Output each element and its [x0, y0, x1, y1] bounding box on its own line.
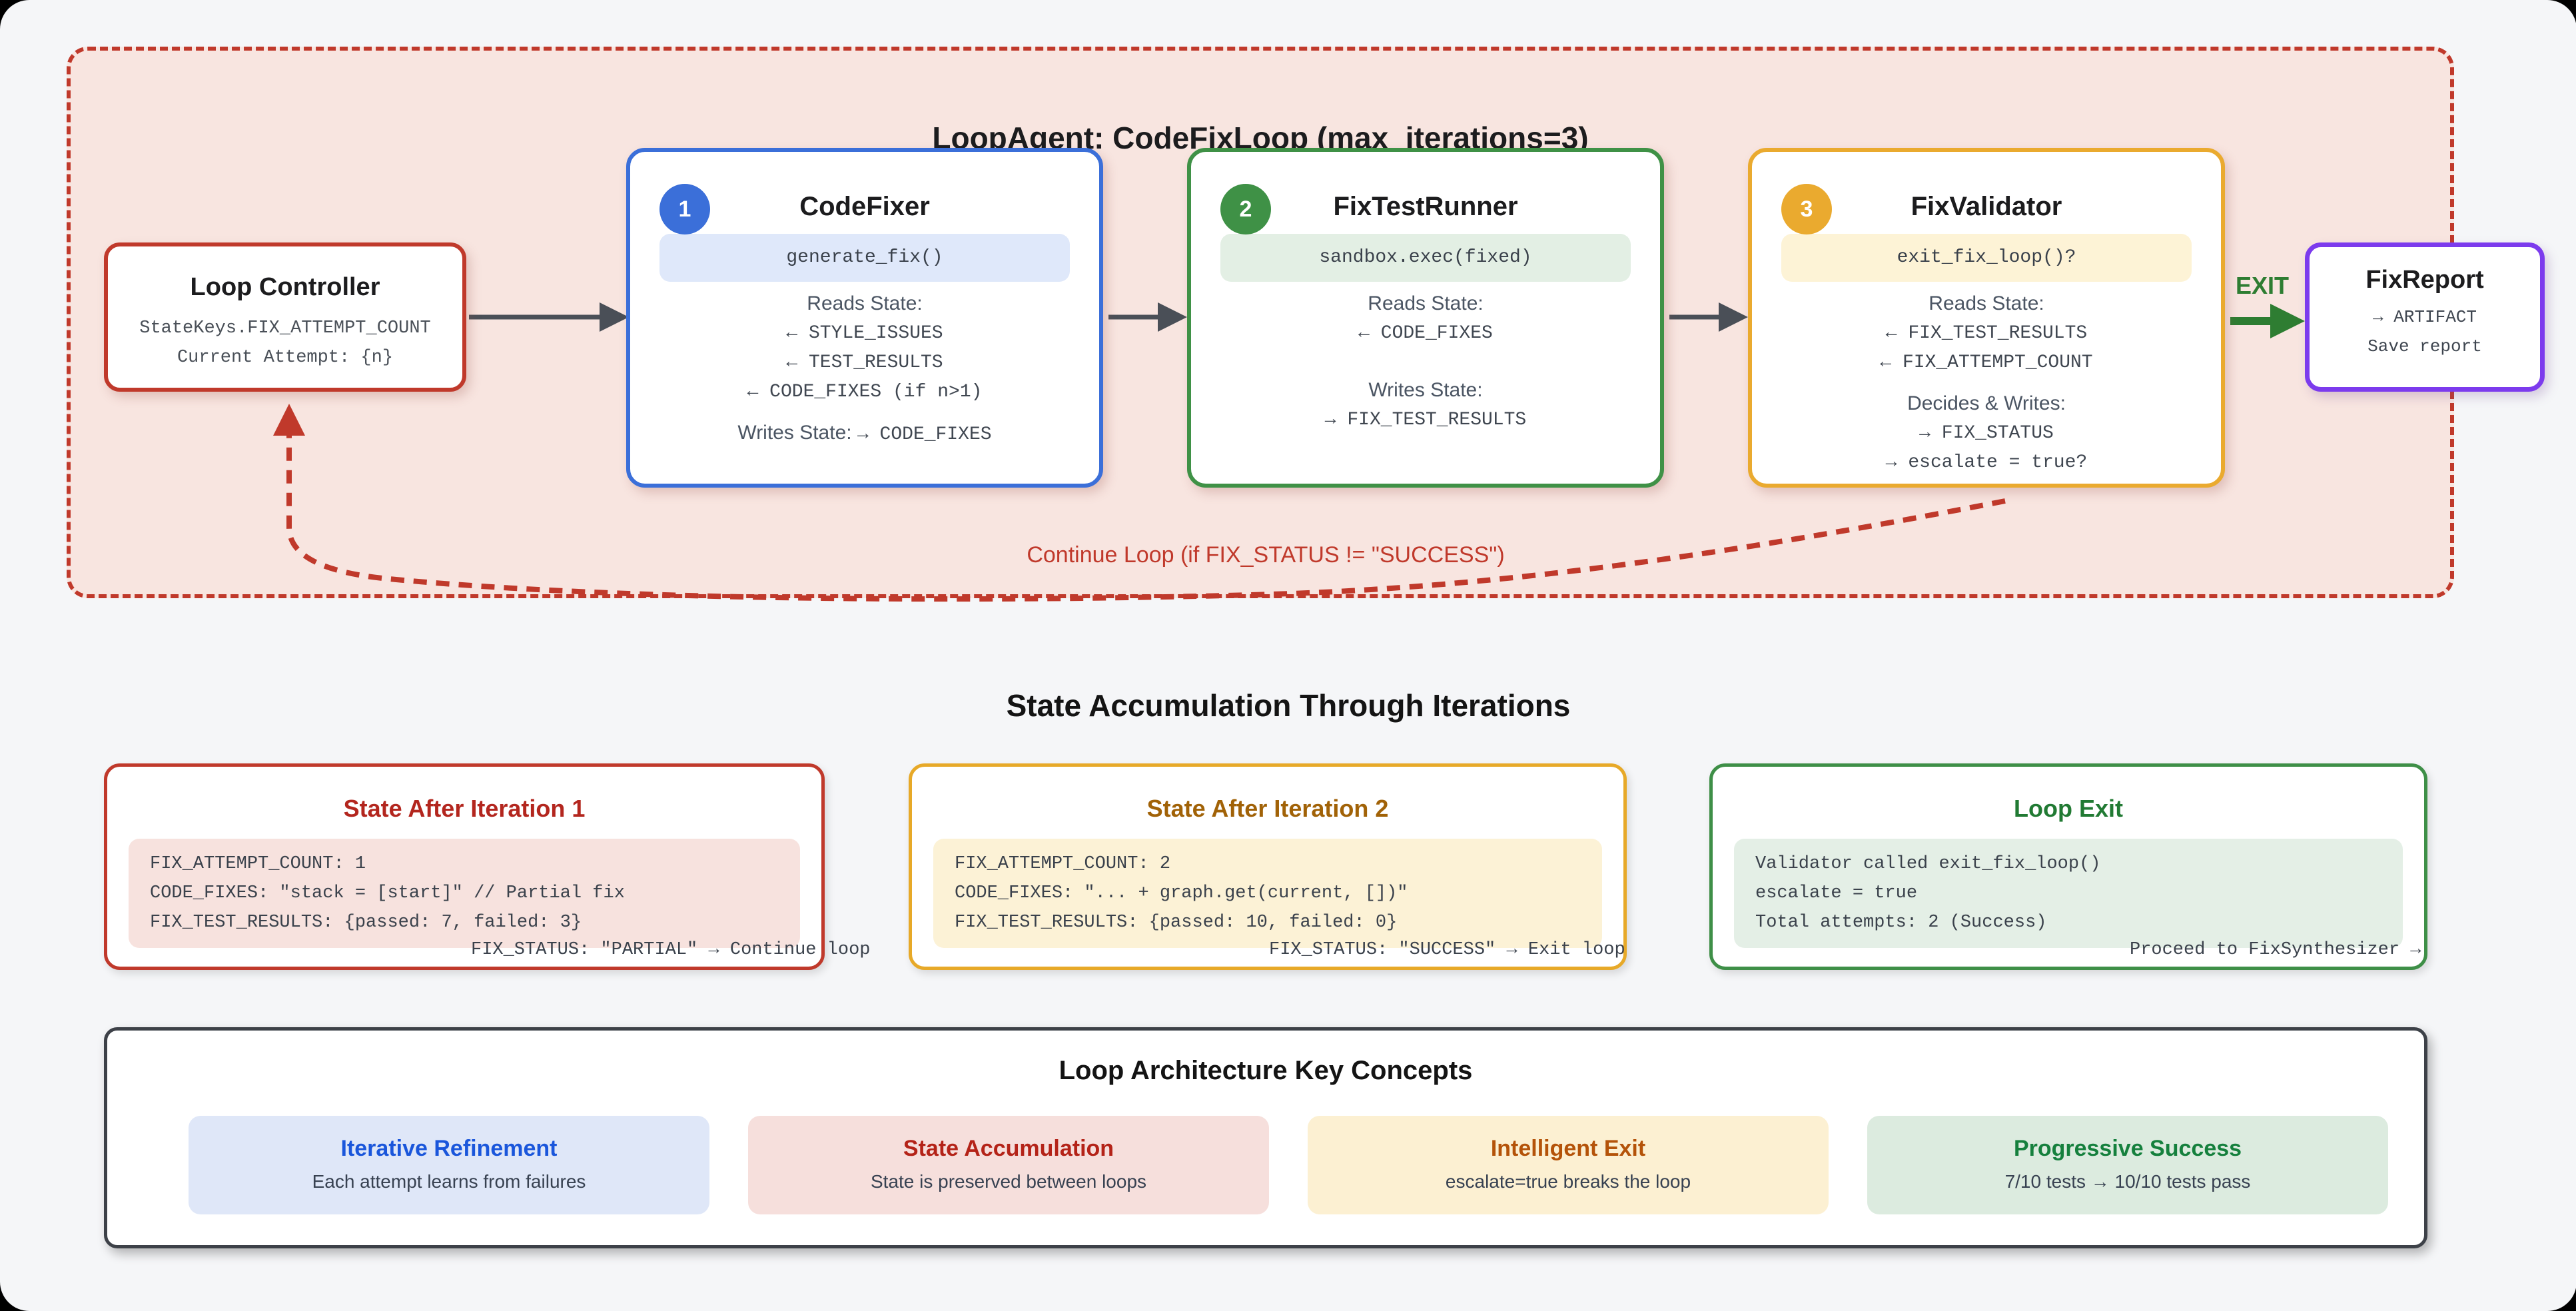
codefixer-function-pill: generate_fix() [659, 234, 1070, 282]
codefixer-writes-value: → CODE_FIXES [857, 424, 992, 445]
code-line: FIX_TEST_RESULTS: {passed: 7, failed: 3} [150, 913, 582, 933]
concept-card-desc: escalate=true breaks the loop [1445, 1171, 1691, 1192]
code-line: escalate = true [1755, 883, 1918, 903]
concept-card-state-accumulation: State Accumulation State is preserved be… [748, 1116, 1269, 1214]
concept-cards-row: Iterative Refinement Each attempt learns… [189, 1116, 2388, 1214]
codefixer-read-item: ← TEST_RESULTS [786, 352, 943, 373]
key-concepts-card: Loop Architecture Key Concepts Iterative… [104, 1027, 2427, 1248]
key-concepts-heading: Loop Architecture Key Concepts [1059, 1056, 1473, 1085]
codefixer-writes-line: Writes State: → CODE_FIXES [630, 418, 1099, 450]
fixvalidator-escalate-item: → escalate = true? [1885, 452, 2088, 473]
concept-card-title: State Accumulation [903, 1136, 1114, 1161]
proceed-to-fixsynthesizer-line: Proceed to FixSynthesizer → [2130, 940, 2421, 960]
state-iteration-1-title: State After Iteration 1 [343, 795, 586, 822]
state-iteration-1-code: FIX_ATTEMPT_COUNT: 1 CODE_FIXES: "stack … [129, 839, 800, 948]
codefixer-title: CodeFixer [799, 192, 930, 221]
fixvalidator-writes-label: Decides & Writes: [1907, 392, 2066, 414]
concept-card-iterative-refinement: Iterative Refinement Each attempt learns… [189, 1116, 709, 1214]
concept-card-desc: 7/10 tests → 10/10 tests pass [2004, 1171, 2251, 1192]
fixreport-artifact-line: → ARTIFACT [2372, 307, 2477, 327]
concept-card-intelligent-exit: Intelligent Exit escalate=true breaks th… [1308, 1116, 1829, 1214]
fix-status-partial-line: FIX_STATUS: "PARTIAL" → Continue loop [471, 940, 871, 960]
loop-controller-statekey: StateKeys.FIX_ATTEMPT_COUNT [139, 318, 431, 338]
code-line: CODE_FIXES: "stack = [start]" // Partial… [150, 883, 625, 903]
continue-loop-label: Continue Loop (if FIX_STATUS != "SUCCESS… [1027, 542, 1505, 568]
concept-card-desc: Each attempt learns from failures [312, 1171, 586, 1192]
fixtestrunner-function-pill: sandbox.exec(fixed) [1220, 234, 1631, 282]
loop-exit-title: Loop Exit [2014, 795, 2123, 822]
concept-card-progressive-success: Progressive Success 7/10 tests → 10/10 t… [1867, 1116, 2388, 1214]
concept-card-title: Intelligent Exit [1490, 1136, 1646, 1161]
codefixer-read-item: ← STYLE_ISSUES [786, 323, 943, 344]
loop-controller-attempt: Current Attempt: {n} [177, 348, 394, 368]
code-line: Total attempts: 2 (Success) [1755, 913, 2047, 933]
code-line: CODE_FIXES: "... + graph.get(current, []… [955, 883, 1408, 903]
fix-status-success-line: FIX_STATUS: "SUCCESS" → Exit loop [1269, 940, 1625, 960]
step-3-badge: 3 [1781, 184, 1832, 234]
state-iteration-2-code: FIX_ATTEMPT_COUNT: 2 CODE_FIXES: "... + … [933, 839, 1602, 948]
fixreport-title: FixReport [2365, 266, 2484, 294]
fixvalidator-title: FixValidator [1911, 192, 2062, 221]
fixvalidator-reads-label: Reads State: [1929, 292, 2044, 314]
concept-card-desc: State is preserved between loops [870, 1171, 1147, 1192]
loop-exit-box: Loop Exit Validator called exit_fix_loop… [1709, 763, 2427, 970]
fixvalidator-read-item: ← FIX_TEST_RESULTS [1885, 323, 2088, 344]
fixvalidator-function-pill: exit_fix_loop()? [1781, 234, 2192, 282]
fixtestrunner-read-item: ← CODE_FIXES [1358, 323, 1493, 344]
codefixer-writes-label: Writes State: [737, 422, 852, 444]
code-line: Validator called exit_fix_loop() [1755, 854, 2101, 874]
codefixer-reads-label: Reads State: [807, 292, 923, 314]
exit-arrow-label: EXIT [2235, 272, 2289, 299]
fixtestrunner-write-item: → FIX_TEST_RESULTS [1324, 410, 1527, 430]
code-line: FIX_ATTEMPT_COUNT: 2 [955, 854, 1171, 874]
fixvalidator-write-item: → FIX_STATUS [1919, 423, 2054, 444]
loop-exit-code: Validator called exit_fix_loop() escalat… [1734, 839, 2403, 948]
code-line: FIX_TEST_RESULTS: {passed: 10, failed: 0… [955, 913, 1398, 933]
fixvalidator-read-item: ← FIX_ATTEMPT_COUNT [1880, 352, 2093, 373]
concept-card-title: Progressive Success [2013, 1136, 2242, 1161]
concept-card-title: Iterative Refinement [340, 1136, 558, 1161]
fixtestrunner-writes-label: Writes State: [1368, 379, 1483, 401]
codefixer-node: 1 CodeFixer generate_fix() Reads State: … [626, 148, 1103, 488]
step-2-badge: 2 [1220, 184, 1271, 234]
fixreport-node: FixReport → ARTIFACT Save report [2305, 242, 2545, 392]
fixtestrunner-reads-label: Reads State: [1368, 292, 1484, 314]
loop-controller-title: Loop Controller [190, 273, 380, 301]
loop-controller-node: Loop Controller StateKeys.FIX_ATTEMPT_CO… [104, 242, 466, 392]
state-section-heading: State Accumulation Through Iterations [1006, 688, 1571, 723]
state-iteration-1-box: State After Iteration 1 FIX_ATTEMPT_COUN… [104, 763, 871, 970]
state-iteration-2-box: State After Iteration 2 FIX_ATTEMPT_COUN… [909, 763, 1627, 970]
state-iteration-2-title: State After Iteration 2 [1146, 795, 1389, 822]
codefixer-read-item: ← CODE_FIXES (if n>1) [747, 382, 983, 402]
fixreport-save-line: Save report [2367, 336, 2482, 356]
fixtestrunner-node: 2 FixTestRunner sandbox.exec(fixed) Read… [1187, 148, 1664, 488]
fixvalidator-node: 3 FixValidator exit_fix_loop()? Reads St… [1748, 148, 2225, 488]
code-line: FIX_ATTEMPT_COUNT: 1 [150, 854, 366, 874]
step-1-badge: 1 [659, 184, 710, 234]
fixtestrunner-title: FixTestRunner [1333, 192, 1518, 221]
